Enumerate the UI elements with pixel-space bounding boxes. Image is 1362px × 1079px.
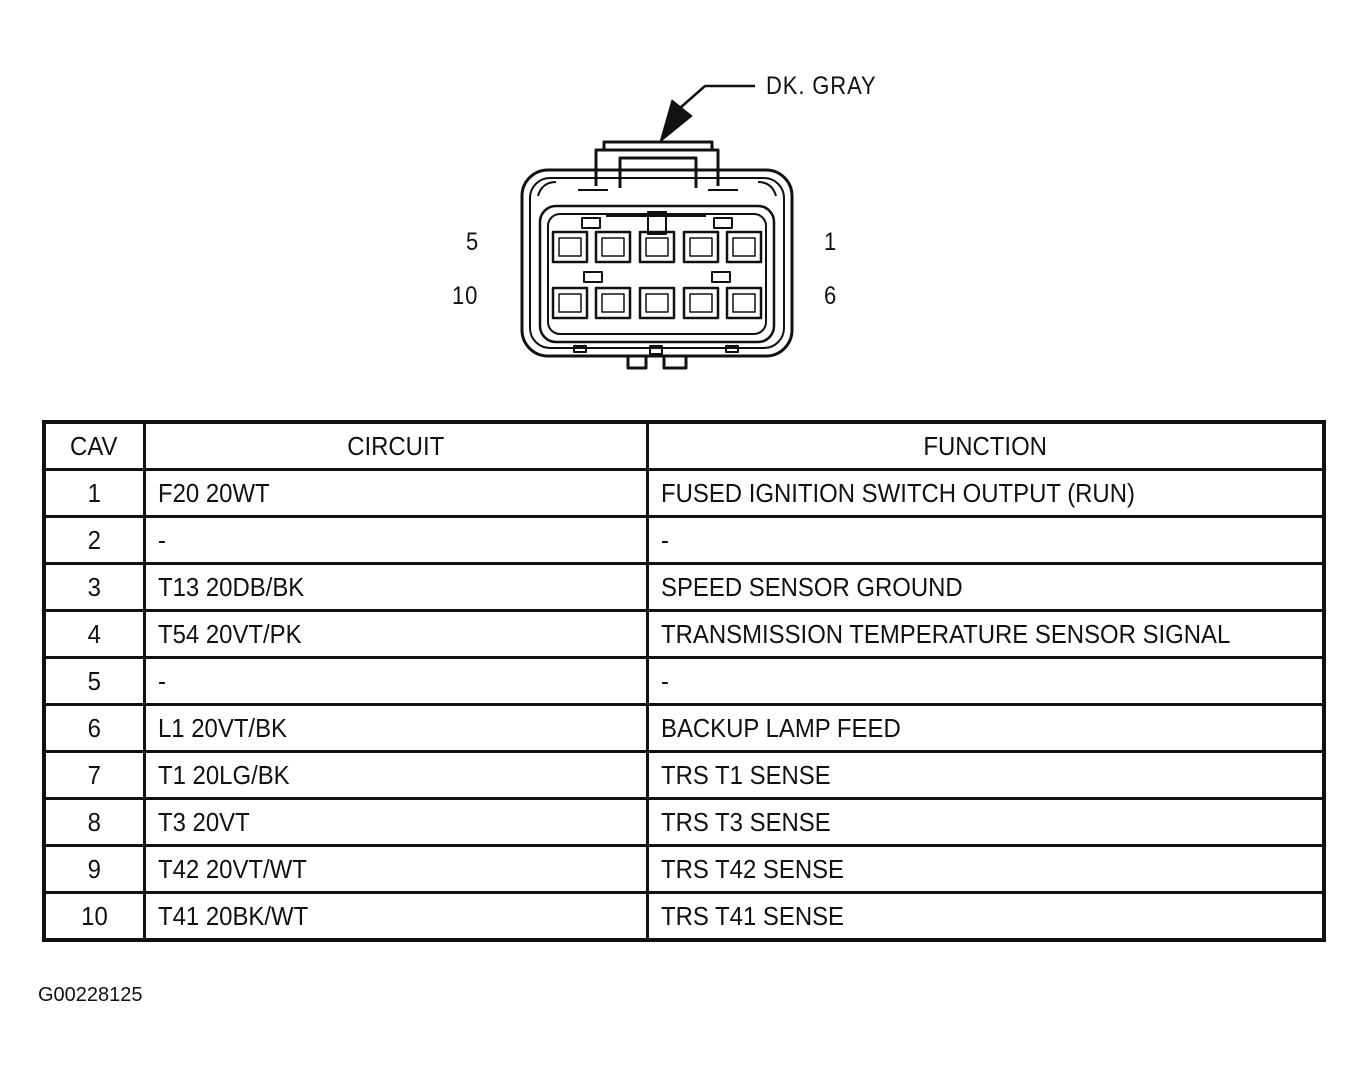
cav-cell: 9 — [42, 844, 146, 894]
circuit-cell: - — [142, 656, 649, 706]
pinout-table: CAV CIRCUIT FUNCTION 1 F20 20WT FUSED IG… — [42, 420, 1326, 942]
function-cell: TRS T3 SENSE — [645, 797, 1326, 847]
table-row: 8 T3 20VT TRS T3 SENSE — [42, 797, 1326, 847]
function-cell: TRS T1 SENSE — [645, 750, 1326, 800]
function-cell: TRS T41 SENSE — [645, 891, 1326, 942]
function-cell: - — [645, 515, 1326, 565]
table-row: 2 - - — [42, 515, 1326, 565]
function-cell: TRANSMISSION TEMPERATURE SENSOR SIGNAL — [645, 609, 1326, 659]
table-row: 10 T41 20BK/WT TRS T41 SENSE — [42, 891, 1326, 942]
table-row: 4 T54 20VT/PK TRANSMISSION TEMPERATURE S… — [42, 609, 1326, 659]
table-row: 5 - - — [42, 656, 1326, 706]
connector-color-label: DK. GRAY — [766, 72, 877, 100]
connector-latch — [594, 148, 720, 186]
function-cell: SPEED SENSOR GROUND — [645, 562, 1326, 612]
function-cell: TRS T42 SENSE — [645, 844, 1326, 894]
color-callout-arrow — [659, 99, 693, 143]
header-function: FUNCTION — [645, 420, 1326, 471]
header-cav: CAV — [42, 420, 146, 471]
pin-label-bottom-left: 10 — [452, 282, 479, 310]
circuit-cell: L1 20VT/BK — [142, 703, 649, 753]
cavity-frame — [538, 204, 776, 344]
circuit-cell: T41 20BK/WT — [142, 891, 649, 942]
cav-cell: 8 — [42, 797, 146, 847]
pin-label-bottom-right: 6 — [824, 282, 838, 310]
table-row: 7 T1 20LG/BK TRS T1 SENSE — [42, 750, 1326, 800]
connector-diagram — [520, 84, 794, 370]
cav-cell: 10 — [42, 891, 146, 942]
circuit-cell: T54 20VT/PK — [142, 609, 649, 659]
table-row: 3 T13 20DB/BK SPEED SENSOR GROUND — [42, 562, 1326, 612]
header-circuit: CIRCUIT — [142, 420, 649, 471]
circuit-cell: T13 20DB/BK — [142, 562, 649, 612]
cav-cell: 2 — [42, 515, 146, 565]
connector-housing-outer — [520, 168, 794, 358]
function-cell: BACKUP LAMP FEED — [645, 703, 1326, 753]
cav-cell: 6 — [42, 703, 146, 753]
circuit-cell: T42 20VT/WT — [142, 844, 649, 894]
cav-cell: 5 — [42, 656, 146, 706]
circuit-cell: F20 20WT — [142, 468, 649, 518]
table-row: 9 T42 20VT/WT TRS T42 SENSE — [42, 844, 1326, 894]
cav-cell: 3 — [42, 562, 146, 612]
cavity-row-bottom — [551, 286, 763, 320]
cavity-row-top — [551, 230, 763, 264]
function-cell: FUSED IGNITION SWITCH OUTPUT (RUN) — [645, 468, 1326, 518]
table-header-row: CAV CIRCUIT FUNCTION — [42, 420, 1326, 471]
cav-cell: 4 — [42, 609, 146, 659]
connector-bottom-tabs — [626, 356, 648, 370]
figure-id: G00228125 — [38, 984, 143, 1006]
pin-label-top-right: 1 — [824, 228, 838, 256]
pin-label-top-left: 5 — [466, 228, 480, 256]
color-callout-leader — [679, 84, 755, 109]
cav-cell: 7 — [42, 750, 146, 800]
function-cell: - — [645, 656, 1326, 706]
table-row: 1 F20 20WT FUSED IGNITION SWITCH OUTPUT … — [42, 468, 1326, 518]
table-row: 6 L1 20VT/BK BACKUP LAMP FEED — [42, 703, 1326, 753]
circuit-cell: T1 20LG/BK — [142, 750, 649, 800]
circuit-cell: T3 20VT — [142, 797, 649, 847]
circuit-cell: - — [142, 515, 649, 565]
cav-cell: 1 — [42, 468, 146, 518]
connector-housing-inner — [529, 177, 785, 349]
